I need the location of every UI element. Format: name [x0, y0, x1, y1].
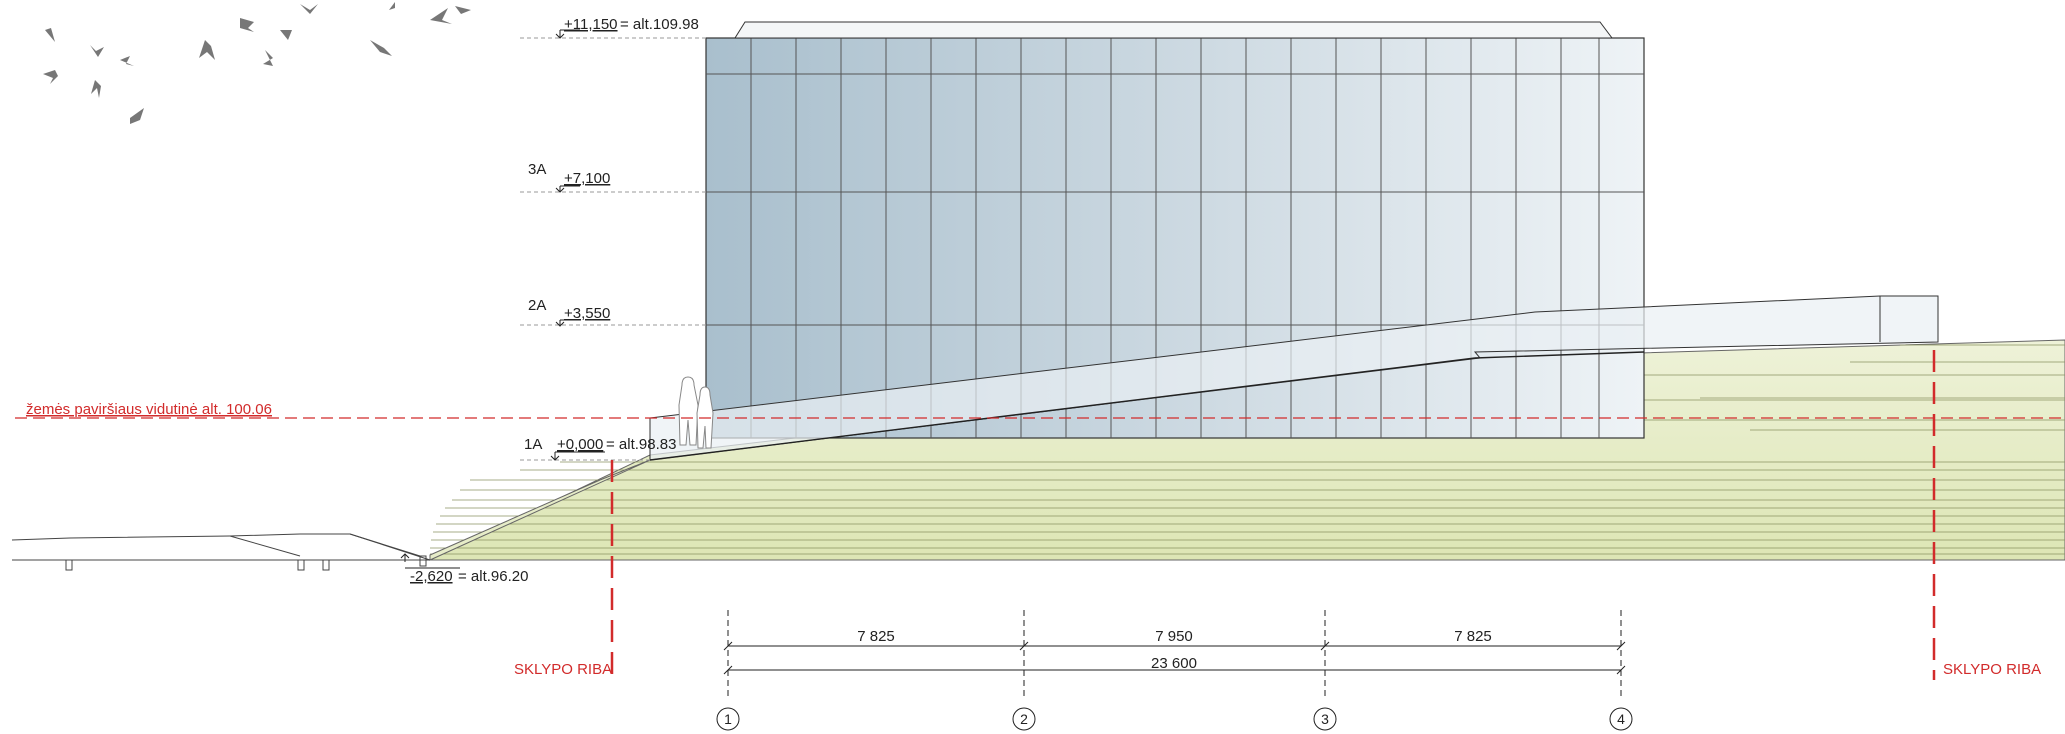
birds	[42, 2, 471, 124]
ramp-slab	[649, 295, 1939, 461]
grid-axes	[716, 707, 1633, 731]
axis-4: 4	[1617, 711, 1625, 727]
level-roof-mark: +11,150	[564, 16, 618, 33]
dimension-span-2: 7 950	[1155, 628, 1193, 645]
average-ground-line: žemės paviršiaus vidutinė alt. 100.06	[15, 401, 2065, 419]
level-1a-alt: = alt.98.83	[606, 436, 676, 453]
people	[678, 376, 714, 449]
dimension-span-1: 7 825	[857, 628, 895, 645]
level-3a-mark: +7,100	[564, 170, 610, 187]
level-3a-floor: 3A	[528, 161, 546, 178]
axis-3: 3	[1321, 711, 1329, 727]
level-2a-floor: 2A	[528, 297, 546, 314]
ground-level-mark: -2,620	[410, 568, 453, 585]
dimension-chains	[723, 610, 1626, 700]
dimension-total: 23 600	[1151, 655, 1197, 672]
level-roof-alt: = alt.109.98	[620, 16, 699, 33]
plot-boundary-right: SKLYPO RIBA	[1943, 661, 2041, 678]
plot-boundaries: SKLYPO RIBA SKLYPO RIBA	[514, 350, 2041, 680]
terrain-left	[11, 533, 431, 571]
level-1a-mark: +0,000	[557, 436, 603, 453]
axis-1: 1	[724, 711, 732, 727]
average-ground-label: žemės paviršiaus vidutinė alt. 100.06	[26, 401, 272, 418]
level-markers: +11,150 = alt.109.98 3A +7,100 2A +3,550…	[400, 16, 706, 585]
axis-2: 2	[1020, 711, 1028, 727]
level-1a-floor: 1A	[524, 436, 542, 453]
ground-mass	[429, 339, 2065, 561]
dimension-span-3: 7 825	[1454, 628, 1492, 645]
level-2a-mark: +3,550	[564, 305, 610, 322]
ground-level-alt: = alt.96.20	[458, 568, 528, 585]
plot-boundary-left: SKLYPO RIBA	[514, 661, 612, 678]
